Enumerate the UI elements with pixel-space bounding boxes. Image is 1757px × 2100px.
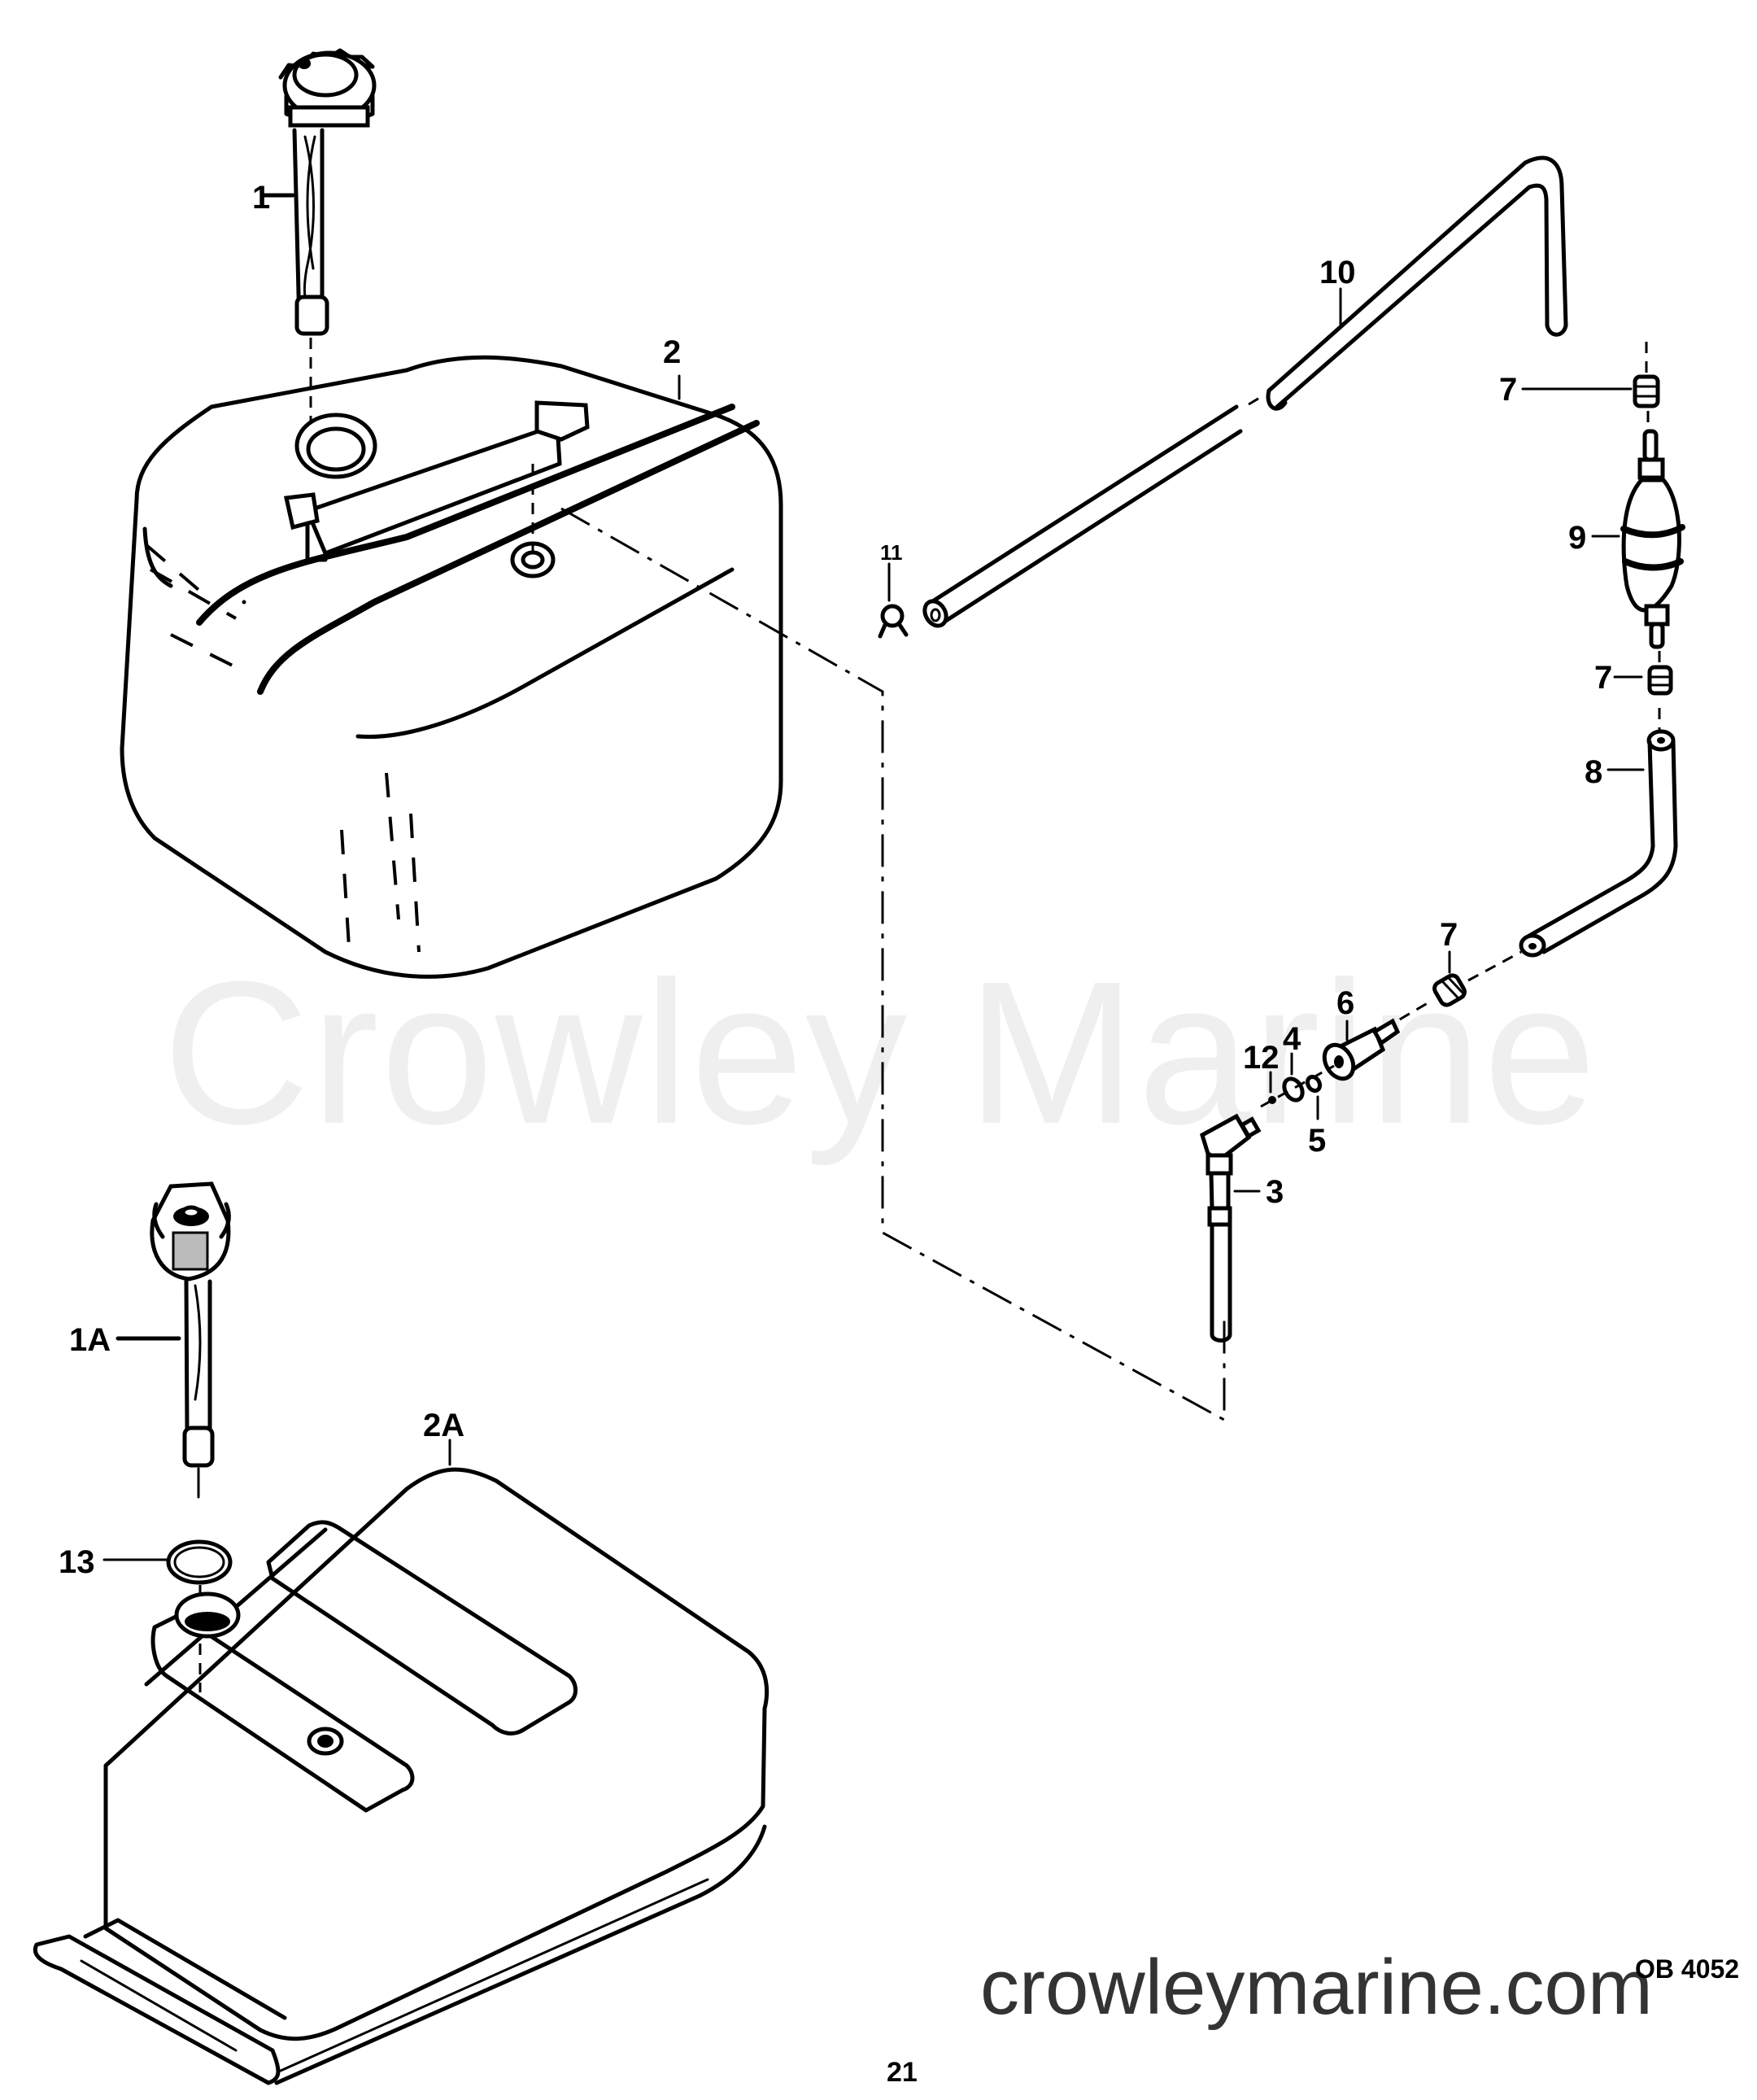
callout-2: 2: [663, 334, 681, 370]
callout-4: 4: [1283, 1021, 1301, 1057]
callout-12: 12: [1243, 1040, 1280, 1076]
callout-1A: 1A: [69, 1322, 111, 1358]
part-3-elbow-tube[interactable]: 3: [1200, 1113, 1284, 1343]
callout-11: 11: [880, 540, 903, 565]
callout-6: 6: [1336, 985, 1354, 1021]
callout-7-lower: 7: [1440, 917, 1458, 953]
part-7-clamp-upper[interactable]: 7: [1499, 342, 1660, 427]
assembly-centerline: [560, 507, 1226, 1422]
part-5-o-ring[interactable]: 5: [1305, 1074, 1326, 1159]
part-1-fuel-gauge[interactable]: 1: [252, 48, 377, 435]
part-8-fuel-hose[interactable]: 8: [1519, 708, 1678, 958]
callout-8: 8: [1585, 754, 1602, 790]
callout-7-middle: 7: [1594, 660, 1612, 696]
callout-1: 1: [252, 180, 270, 216]
callout-7-upper: 7: [1499, 372, 1517, 408]
page-number: 21: [887, 2057, 918, 2088]
callout-10: 10: [1319, 255, 1356, 290]
part-1A-fuel-gauge[interactable]: 1A: [69, 1181, 231, 1499]
part-7-clamp-middle[interactable]: 7: [1594, 651, 1673, 696]
part-12-check-ball[interactable]: 12: [1243, 1040, 1335, 1108]
part-13-gasket[interactable]: 13: [59, 1539, 233, 1692]
part-2-fuel-tank[interactable]: 2: [120, 334, 783, 979]
callout-9: 9: [1568, 520, 1586, 556]
part-6-connector[interactable]: 6: [1319, 985, 1432, 1084]
part-4-o-ring[interactable]: 4: [1280, 1021, 1306, 1103]
callout-2A: 2A: [423, 1408, 464, 1443]
callout-5: 5: [1308, 1123, 1326, 1159]
part-7-clamp-lower[interactable]: 7: [1432, 917, 1522, 1007]
part-10-fuel-hose[interactable]: 10: [921, 155, 1568, 630]
website-watermark: crowleymarine.com: [980, 1944, 1653, 2031]
callout-3: 3: [1266, 1174, 1284, 1210]
part-9-primer-bulb[interactable]: 9: [1568, 429, 1685, 649]
part-11-hose-clip[interactable]: 11: [878, 540, 909, 639]
reference-code: OB 4052: [1635, 1954, 1740, 1984]
part-2A-fuel-tank[interactable]: 2A: [33, 1408, 770, 2085]
callout-13: 13: [59, 1544, 95, 1580]
